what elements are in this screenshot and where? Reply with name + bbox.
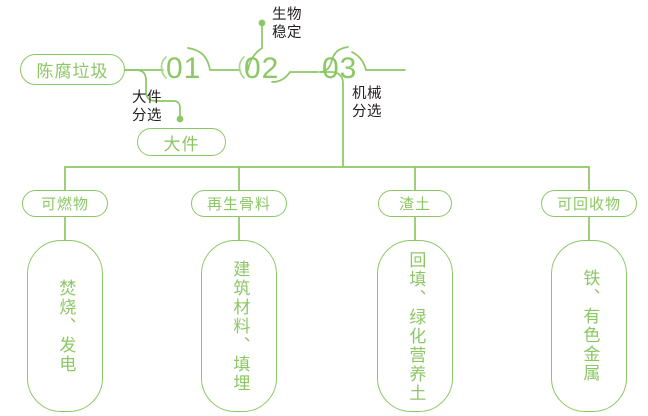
stage-02-text: 02 [244,52,280,85]
dot-branch-endpoint [176,115,184,123]
dot-stage-02-endpoint [258,19,266,27]
stage-number-03[interactable]: 03 [322,54,357,84]
stage-03-text: 03 [322,52,358,85]
output-pill-soil[interactable]: 渣土 [378,190,452,217]
wire-03-to-bus [319,71,344,168]
stage-01-annotation: 大件 分选 [132,90,162,125]
arc-02-left [238,56,245,79]
output-box-aggregate-text: 建筑材料、填埋 [230,259,250,393]
stage-03-annotation: 机械 分选 [352,86,382,121]
arc-03-right [351,51,406,71]
output-box-aggregate[interactable]: 建筑材料、填埋 [201,240,277,412]
output-box-recyclable-text: 铁、有色金属 [580,269,600,383]
output-pill-combustible[interactable]: 可燃物 [22,190,108,217]
branch-node-bulky[interactable]: 大件 [137,128,226,156]
arc-03-left [319,46,349,73]
stage-number-02[interactable]: 02 [244,54,279,84]
stage-02-annotation: 生物 稳定 [272,7,302,42]
arc-01-left [160,56,167,79]
source-node[interactable]: 陈腐垃圾 [20,54,125,85]
output-pill-combustible-label: 可燃物 [40,196,89,213]
output-pill-aggregate[interactable]: 再生骨料 [191,190,287,217]
output-box-combustible-text: 焚烧、发电 [56,278,76,374]
stage-01-text: 01 [166,52,202,85]
arc-02-stem-join [247,47,263,71]
stage-number-01[interactable]: 01 [166,54,201,84]
wire-01-branch [123,69,181,119]
output-pill-soil-label: 渣土 [398,196,431,213]
output-box-recyclable[interactable]: 铁、有色金属 [551,240,627,412]
output-box-soil[interactable]: 回填、绿化营养土 [377,240,453,412]
source-label: 陈腐垃圾 [36,62,109,81]
branch-label: 大件 [163,134,200,154]
arc-01-right [187,47,241,71]
output-pill-recyclable[interactable]: 可回收物 [541,190,637,217]
output-pill-aggregate-label: 再生骨料 [206,196,271,213]
output-box-combustible[interactable]: 焚烧、发电 [27,240,103,412]
output-pill-recyclable-label: 可回收物 [556,196,621,213]
arc-02-right [271,71,319,83]
output-box-soil-text: 回填、绿化营养土 [406,251,426,403]
